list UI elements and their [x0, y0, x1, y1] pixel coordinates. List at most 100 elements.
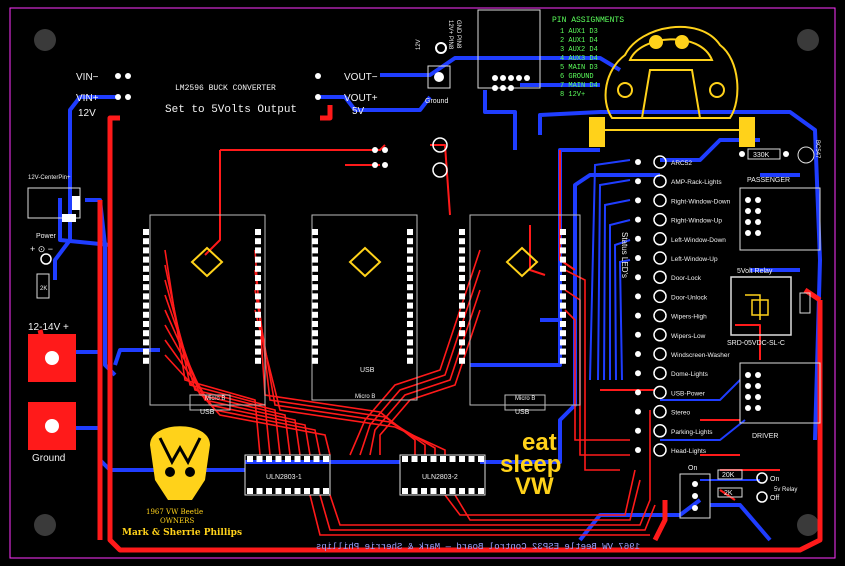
connector-hole-icon — [435, 42, 447, 54]
pin-row: 2 AUX1 D4 — [560, 37, 598, 45]
connector-pin — [755, 394, 761, 400]
header-pad — [143, 311, 149, 318]
resistor-20k — [717, 469, 743, 480]
header-pad — [407, 302, 413, 309]
connector-pin — [755, 230, 761, 236]
header-pad — [312, 348, 318, 355]
bottom-layer-text: 1967 VW Beetle ESP32 Control Board — Mar… — [316, 542, 640, 552]
uln-label-1: ULN2803-1 — [266, 474, 302, 481]
status-led-icon — [653, 366, 667, 380]
pin-row: 3 AUX2 D4 — [560, 46, 598, 54]
status-led-item: Parking-Lights — [635, 424, 713, 438]
header-pad — [312, 330, 318, 337]
transistor-label: BC547 — [814, 140, 820, 159]
connector-hole-icon — [434, 72, 444, 82]
header-pad — [143, 293, 149, 300]
ic-pad — [313, 456, 320, 462]
header-pad — [560, 229, 566, 235]
led-pad — [635, 178, 641, 185]
header-pad — [143, 330, 149, 337]
header-pad — [312, 238, 318, 245]
status-led-item: Wipers-High — [635, 308, 707, 323]
header-pad — [312, 284, 318, 291]
status-led-icon — [653, 270, 667, 284]
transistor-icon — [797, 146, 815, 164]
ic-pad — [402, 488, 408, 494]
header-pad — [459, 265, 465, 272]
beetle-hood — [640, 69, 702, 119]
header-pad — [407, 348, 413, 355]
header-pad — [143, 339, 149, 346]
beetle-body — [604, 25, 739, 119]
status-led-label: Wipers-High — [671, 314, 707, 321]
header-pad — [560, 275, 566, 281]
status-led-icon — [653, 212, 667, 227]
dc-jack-pin — [62, 214, 76, 222]
relay-part-label: SRD-05VDC-SL-C — [727, 340, 785, 347]
power-label: Power — [36, 233, 57, 240]
header-pad — [560, 339, 566, 346]
led-pad — [635, 159, 641, 165]
relay-outline — [730, 276, 792, 336]
header-pad — [459, 247, 465, 254]
header-pad — [459, 339, 465, 346]
ic-pad — [294, 488, 301, 494]
header-pad — [407, 238, 413, 245]
status-led-icon — [653, 193, 667, 208]
resistor-power-label: 2K — [40, 286, 47, 292]
ic-pad — [402, 456, 408, 462]
connector-pin — [745, 372, 751, 378]
header-pad — [255, 265, 261, 272]
header-pad — [407, 321, 413, 327]
esp32-header-pads — [143, 229, 566, 364]
ic-pad — [285, 456, 291, 462]
dc-jack-pin — [72, 196, 80, 210]
status-led-list: ARC52AMP-Rack-LightsRight-Window-DownRig… — [635, 155, 731, 457]
header-pad — [560, 330, 566, 337]
pin-row: 8 12V+ — [560, 91, 585, 99]
ic-pad — [256, 488, 263, 494]
terminal-screw-icon — [45, 419, 59, 433]
connector-pad — [427, 65, 451, 89]
bottom-copper-fanout — [589, 159, 760, 481]
converter-setting-label: Set to 5Volts Output — [165, 104, 297, 116]
header-pad — [459, 302, 465, 309]
status-led-item: AMP-Rack-Lights — [635, 174, 722, 188]
resistor-2k — [717, 487, 743, 498]
mount-hole-icon — [797, 514, 819, 536]
top-copper-traces — [37, 105, 823, 553]
ic-pad — [247, 456, 253, 462]
header-pad — [459, 238, 465, 245]
header-pad — [143, 284, 149, 291]
status-led-label: Windscreen-Washer — [671, 352, 730, 359]
vin-volts-label: 12V — [78, 108, 96, 119]
header-pad — [143, 348, 149, 355]
header-pad — [255, 330, 261, 337]
mid-capacitor-icon — [432, 162, 448, 178]
status-led-label: Door-Lock — [671, 275, 702, 282]
connector-pin — [755, 372, 761, 378]
header-pad — [560, 348, 566, 355]
ic-pad — [313, 488, 320, 494]
header-pad — [560, 247, 566, 254]
status-led-label: Dome-Lights — [671, 371, 709, 378]
antenna-icon — [348, 246, 382, 278]
screw-terminals: 12-14V + Ground — [28, 322, 76, 464]
header-pad — [312, 256, 318, 263]
micro-b-label-3: Micro B — [515, 396, 535, 402]
resistor-2k-label: 2K — [724, 490, 733, 497]
uln2803-driver-2: ULN2803-2 — [399, 454, 486, 496]
status-led-icon — [653, 328, 667, 342]
beetle-headlight-icon — [709, 82, 725, 98]
owners-line2: OWNERS — [160, 517, 194, 525]
antenna-icon — [190, 246, 224, 278]
owners-names: Mark & Sherrie Phillips — [122, 528, 242, 538]
vout-minus-pad — [315, 73, 321, 79]
connector-pin — [755, 197, 761, 203]
vin-plus-pad — [125, 94, 131, 100]
mounting-holes — [34, 29, 819, 536]
pad — [382, 147, 388, 153]
status-led-icon — [653, 251, 667, 265]
header-pad — [560, 265, 566, 272]
header-pad — [143, 256, 149, 263]
